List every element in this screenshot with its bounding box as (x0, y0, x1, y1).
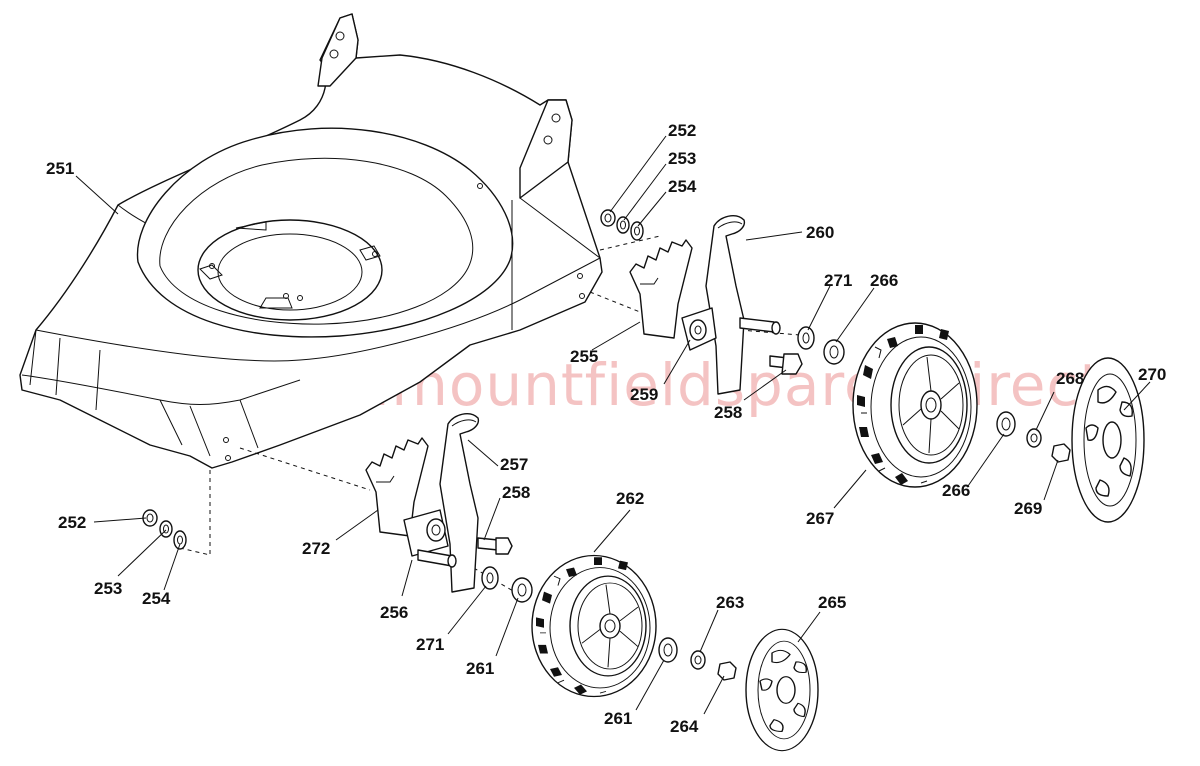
callout-267: 267 (806, 509, 834, 528)
callout-259: 259 (630, 385, 658, 404)
front-height-adjuster (365, 413, 533, 603)
callout-260: 260 (806, 223, 834, 242)
callout-258-front: 258 (502, 483, 530, 502)
front-hubcap-part-265 (745, 628, 819, 752)
callout-266-top: 266 (870, 271, 898, 290)
callout-labels: 251 252 253 254 252 253 254 255 259 258 … (46, 121, 1166, 736)
rear-hub-fasteners (996, 411, 1071, 463)
fastener-set-right (600, 209, 644, 241)
callout-271-front: 271 (416, 635, 444, 654)
callout-261-left: 261 (466, 659, 494, 678)
callout-258-rear: 258 (714, 403, 742, 422)
callout-271-rear: 271 (824, 271, 852, 290)
rear-height-adjuster (629, 215, 845, 395)
callout-257: 257 (500, 455, 528, 474)
callout-261-bottom: 261 (604, 709, 632, 728)
callout-254-right: 254 (668, 177, 697, 196)
callout-253-right: 253 (668, 149, 696, 168)
rear-wheel-part-267 (852, 322, 978, 488)
callout-264: 264 (670, 717, 699, 736)
fastener-set-left (142, 509, 187, 550)
leader-lines (75, 135, 1151, 715)
front-wheel-part-262 (531, 554, 657, 698)
callout-265: 265 (818, 593, 846, 612)
callout-263: 263 (716, 593, 744, 612)
callout-268: 268 (1056, 369, 1084, 388)
callout-253-left: 253 (94, 579, 122, 598)
callout-269: 269 (1014, 499, 1042, 518)
callout-256: 256 (380, 603, 408, 622)
callout-252-left: 252 (58, 513, 86, 532)
callout-251: 251 (46, 159, 74, 178)
callout-254-left: 254 (142, 589, 171, 608)
front-hub-fasteners (658, 637, 737, 681)
mower-deck-part-251 (19, 13, 603, 469)
callout-262: 262 (616, 489, 644, 508)
callout-266-bottom: 266 (942, 481, 970, 500)
callout-252-right: 252 (668, 121, 696, 140)
callout-270: 270 (1138, 365, 1166, 384)
callout-255: 255 (570, 347, 598, 366)
callout-272: 272 (302, 539, 330, 558)
